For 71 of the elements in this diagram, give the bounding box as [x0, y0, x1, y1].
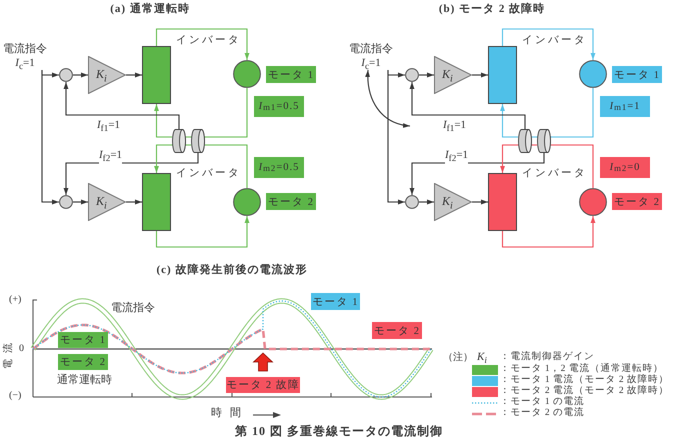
edge-label: I$_{f2}$=1 — [99, 149, 122, 164]
caption: 第 10 図 多重巻線モータの電流制御 — [235, 424, 443, 438]
gain-symbol: K$_{i}$ — [477, 351, 487, 366]
gain-symbol: K$_{i}$ — [96, 194, 107, 214]
axis-label: 0 — [19, 343, 24, 355]
note-text: 通常運転時 — [57, 374, 112, 388]
legend-text: ：モータ 1 電流（モータ 2 故障時） — [500, 375, 669, 385]
arrow — [410, 82, 526, 129]
axis-title: 時間 — [211, 407, 249, 420]
inverter-label: インバータ — [522, 168, 587, 180]
motor-label: モータ 2 — [612, 193, 662, 210]
motor-label: モータ 1 — [612, 66, 662, 83]
motor-label: モータ 2 — [266, 193, 316, 210]
connector-line — [532, 88, 594, 138]
arrow — [41, 70, 59, 204]
arrow — [64, 82, 180, 129]
arrow — [472, 200, 488, 204]
command-value: I$_{c}$=1 — [361, 56, 381, 74]
panel-title: (a) 通常運転時 — [110, 3, 190, 16]
curve-label: 電流指令 — [111, 302, 155, 316]
arrow — [500, 104, 518, 138]
motor-label: モータ 2 — [58, 354, 108, 370]
command-label: 電流指令 — [349, 42, 393, 56]
panel-title: (c) 故障発生前後の電流波形 — [156, 264, 308, 278]
arrow — [126, 200, 142, 204]
arrow — [472, 72, 488, 78]
edge-label: I$_{f2}$=1 — [445, 149, 468, 164]
legend-text: ：モータ 1，2 電流（通常運転時） — [500, 364, 664, 374]
axis-label: (−) — [9, 390, 22, 402]
command-label: 電流指令 — [3, 42, 47, 56]
motor-label: モータ 1 — [266, 66, 316, 83]
gain-symbol: K$_{i}$ — [442, 194, 453, 214]
connector-line — [551, 144, 594, 188]
connector-line — [186, 88, 248, 138]
arrow — [500, 144, 537, 173]
arrow — [154, 104, 172, 138]
arrow — [156, 216, 250, 248]
arrow — [73, 72, 88, 78]
note-label: （注） — [443, 352, 473, 364]
arrow — [41, 70, 59, 78]
arrow — [126, 72, 142, 78]
arrow — [419, 200, 434, 204]
inverter-label: インバータ — [522, 35, 587, 47]
fault-label: モータ 2 故障 — [226, 377, 300, 393]
arrow — [502, 216, 596, 248]
axis-label: (+) — [9, 294, 22, 306]
arrow — [410, 153, 545, 195]
arrow — [387, 70, 405, 204]
legend-text: ：モータ 2 の電流 — [500, 408, 584, 420]
arrow — [156, 28, 250, 60]
motor-label: モータ 1 — [311, 293, 360, 310]
panel-title: (b) モータ 2 故障時 — [438, 3, 546, 16]
gain-symbol: K$_{i}$ — [442, 67, 453, 86]
motor-label: モータ 1 — [58, 332, 108, 348]
arrow — [419, 72, 434, 78]
legend-text: ：モータ 1 の電流 — [500, 397, 584, 408]
inverter-label: インバータ — [176, 35, 241, 47]
arrow — [73, 200, 88, 204]
legend-text: ：電流制御器ゲイン — [500, 352, 594, 363]
arrow — [502, 28, 596, 60]
arrow — [387, 70, 405, 78]
arrow — [64, 153, 199, 195]
command-value: I$_{c}$=1 — [15, 56, 35, 74]
motor-label: モータ 2 — [372, 322, 422, 339]
inverter-label: インバータ — [176, 168, 241, 180]
axis-title: 電流 — [3, 337, 15, 369]
legend-text: ：モータ 2 電流（モータ 2 故障時） — [500, 386, 669, 396]
connector-line — [205, 144, 248, 188]
gain-symbol: K$_{i}$ — [96, 67, 107, 86]
arrow — [154, 144, 191, 173]
curved-arrow — [365, 70, 410, 128]
